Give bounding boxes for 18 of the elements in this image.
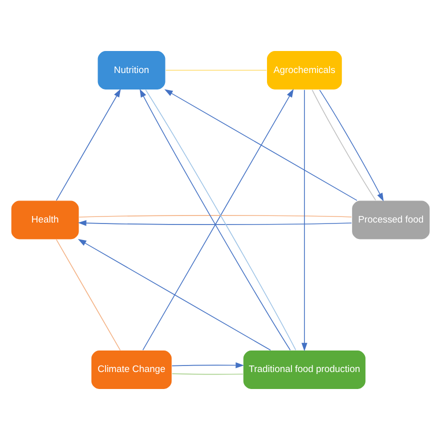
node-box: Agrochemicals [266,50,343,90]
connector [56,238,121,350]
connector [78,214,352,218]
arrow [78,238,271,350]
node-box: Traditional food production [242,349,366,390]
arrow [301,89,308,351]
arrow [56,88,121,200]
connector [172,372,244,374]
connector [312,89,376,200]
node-box: Climate Change [90,349,172,390]
node-box: Nutrition [97,50,166,90]
connector [165,69,267,70]
arrow [319,89,384,201]
node-box: Processed food [351,200,430,240]
arrow [164,88,358,200]
arrow [172,362,244,368]
node-box: Health [10,200,80,240]
arrow [78,220,352,226]
